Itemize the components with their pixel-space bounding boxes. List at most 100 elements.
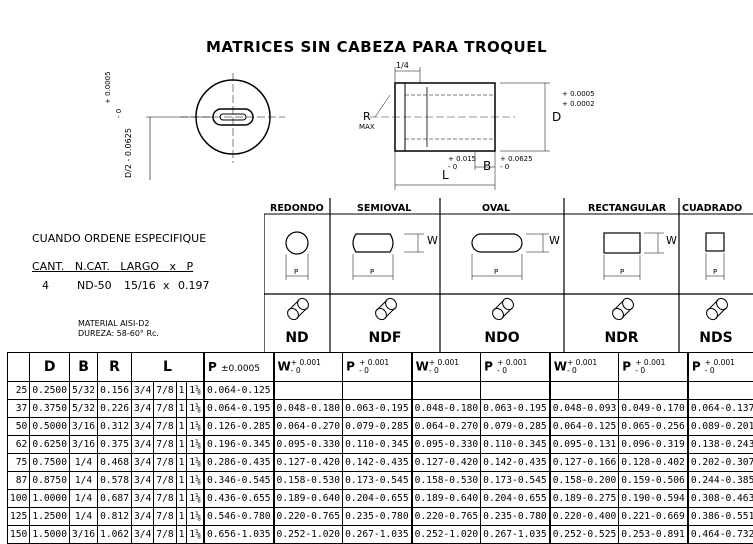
tol-minus: - 0: [705, 366, 715, 375]
table-cell: 0.064-0.125: [550, 418, 619, 436]
table-cell: 0.064-0.125: [204, 382, 274, 400]
table-cell: 1: [176, 436, 187, 454]
table-cell: 3/16: [69, 418, 97, 436]
table-cell: 0.064-0.137: [688, 400, 753, 418]
table-cell: 0.386-0.551: [688, 508, 753, 526]
table-cell: 7/8: [154, 400, 176, 418]
table-cell: 3/4: [131, 418, 153, 436]
table-cell: 0.202-0.307: [688, 454, 753, 472]
table-cell: 1: [176, 418, 187, 436]
table-cell: [343, 382, 412, 400]
header-p-rectangular: P + 0.001- 0: [619, 353, 688, 382]
w-letter: W: [278, 360, 291, 374]
code-ndf: NDF: [330, 330, 440, 346]
table-cell: 0.063-0.195: [343, 400, 412, 418]
dim-max: MAX: [359, 123, 375, 131]
table-cell: 1⅛: [187, 454, 204, 472]
table-cell: 0.110-0.345: [481, 436, 550, 454]
table-cell: 0.159-0.506: [619, 472, 688, 490]
table-cell: 1: [176, 526, 187, 544]
table-cell: 1/4: [69, 490, 97, 508]
table-cell: 0.221-0.669: [619, 508, 688, 526]
table-cell: 0.252-1.020: [412, 526, 481, 544]
table-cell: 0.173-0.545: [343, 472, 412, 490]
round-p-label: P: [294, 268, 298, 276]
table-cell: 0.578: [98, 472, 132, 490]
tol-015b: - 0: [448, 163, 457, 171]
rectangular-w-label: W: [666, 234, 677, 247]
table-cell: 0.189-0.640: [412, 490, 481, 508]
table-cell: 0.127-0.166: [550, 454, 619, 472]
table-cell: 1⅛: [187, 526, 204, 544]
table-cell: 75: [8, 454, 30, 472]
table-cell: 0.204-0.655: [343, 490, 412, 508]
rectangular-p-label: P: [620, 268, 624, 276]
table-cell: 0.158-0.530: [412, 472, 481, 490]
table-cell: 0.156: [98, 382, 132, 400]
table-cell: 0.189-0.640: [274, 490, 343, 508]
table-cell: 3/16: [69, 436, 97, 454]
dim-tol-top: + 0.0005: [562, 90, 595, 98]
table-cell: 37: [8, 400, 30, 418]
table-cell: 0.158-0.200: [550, 472, 619, 490]
tol-minus: - 0: [429, 366, 439, 375]
table-cell: 0.546-0.780: [204, 508, 274, 526]
order-heading: CUANDO ORDENE ESPECIFIQUE: [32, 232, 206, 245]
table-cell: 0.267-1.035: [343, 526, 412, 544]
table-cell: 0.235-0.780: [343, 508, 412, 526]
table-cell: 0.127-0.420: [274, 454, 343, 472]
table-cell: 1⅛: [187, 382, 204, 400]
table-cell: 0.220-0.765: [412, 508, 481, 526]
header-p-oval: P + 0.001- 0: [481, 353, 550, 382]
table-cell: 0.049-0.170: [619, 400, 688, 418]
dim-d: D: [552, 110, 561, 124]
table-cell: 0.235-0.780: [481, 508, 550, 526]
header-p-round: P ±0.0005: [204, 353, 274, 382]
table-cell: 0.138-0.243: [688, 436, 753, 454]
table-cell: [550, 382, 619, 400]
dim-tol-top2: + 0.0002: [562, 100, 595, 108]
table-cell: 0.190-0.594: [619, 490, 688, 508]
table-cell: [481, 382, 550, 400]
dim-quarter: 1/4: [396, 61, 409, 70]
p-letter: P: [622, 360, 631, 374]
table-cell: 1⅛: [187, 418, 204, 436]
table-cell: 3/4: [131, 454, 153, 472]
side-label-2: - 0: [115, 109, 123, 118]
table-cell: 0.064-0.195: [204, 400, 274, 418]
table-cell: 0.063-0.195: [481, 400, 550, 418]
table-cell: 0.089-0.201: [688, 418, 753, 436]
tol-015: + 0.015: [448, 155, 476, 163]
dim-b: B: [483, 159, 491, 173]
square-p-label: P: [713, 268, 717, 276]
table-cell: 0.128-0.402: [619, 454, 688, 472]
table-cell: [412, 382, 481, 400]
table-cell: 150: [8, 526, 30, 544]
header-p-round-tol: ±0.0005: [221, 364, 260, 374]
p-letter: P: [692, 360, 701, 374]
table-cell: 1⅛: [187, 508, 204, 526]
table-cell: 1⅛: [187, 472, 204, 490]
table-cell: 0.5000: [30, 418, 70, 436]
table-cell: 3/4: [131, 508, 153, 526]
tol-0625: + 0.0625: [500, 155, 533, 163]
table-cell: 0.095-0.131: [550, 436, 619, 454]
front-view: [146, 73, 285, 180]
table-cell: 0.346-0.545: [204, 472, 274, 490]
table-cell: 0.158-0.530: [274, 472, 343, 490]
table-cell: 0.142-0.435: [481, 454, 550, 472]
w-letter: W: [416, 360, 429, 374]
header-d: D: [30, 353, 70, 382]
table-cell: 1⅛: [187, 490, 204, 508]
table-cell: 0.226: [98, 400, 132, 418]
table-cell: 0.468: [98, 454, 132, 472]
code-nd: ND: [264, 330, 330, 346]
table-cell: 100: [8, 490, 30, 508]
header-r: R: [98, 353, 132, 382]
tol-0625b: - 0: [500, 163, 509, 171]
